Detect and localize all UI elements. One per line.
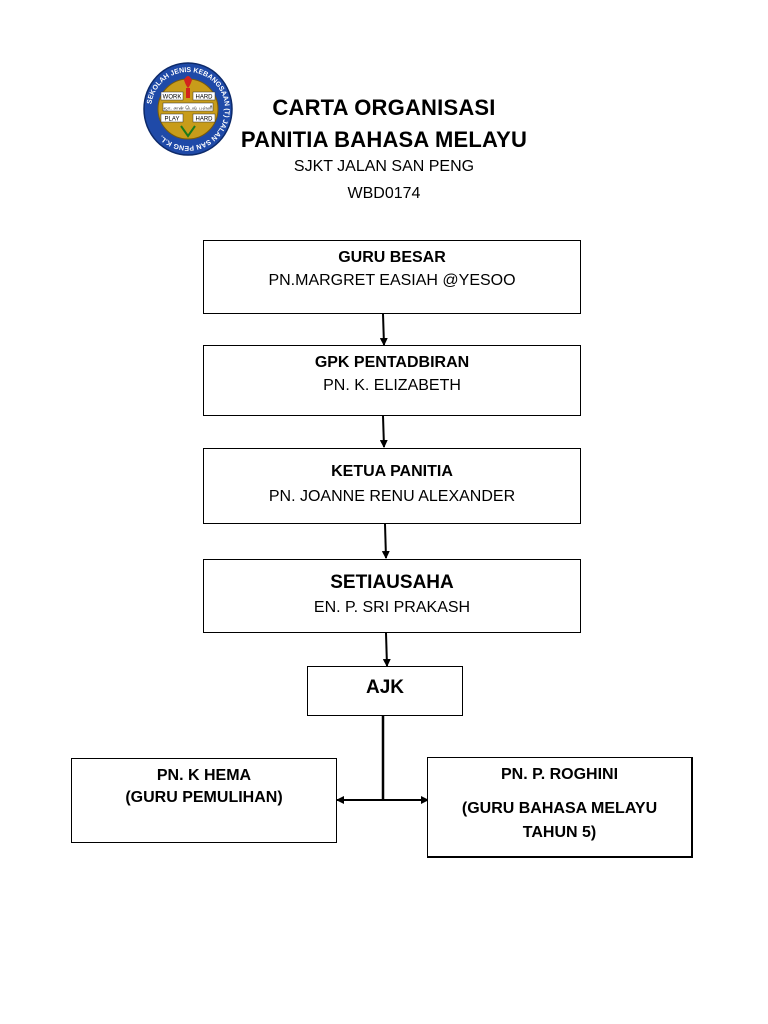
svg-text:WORK: WORK: [163, 95, 182, 101]
node-guru-besar-name: PN.MARGRET EASIAH @YESOO: [268, 272, 516, 289]
svg-text:PLAY: PLAY: [165, 117, 180, 123]
node-guru-besar: GURU BESAR PN.MARGRET EASIAH @YESOO: [203, 240, 581, 314]
school-logo: SEKOLAH JENIS KEBANGSAAN (T) JALAN SAN P…: [143, 62, 233, 156]
connector-setiausaha-ajk: [382, 632, 391, 667]
svg-text:HARD: HARD: [195, 117, 213, 123]
node-ajk: AJK: [307, 666, 463, 716]
node-guru-besar-role: GURU BESAR: [338, 249, 446, 266]
school-name: SJKT JALAN SAN PENG: [293, 158, 475, 175]
node-gpk-pentadbiran: GPK PENTADBIRAN PN. K. ELIZABETH: [203, 345, 581, 416]
chart-title-line2: PANITIA BAHASA MELAYU: [240, 127, 528, 152]
node-setiausaha-role: SETIAUSAHA: [330, 572, 454, 593]
svg-text:HARD: HARD: [195, 95, 213, 101]
connector-guru-besar-gpk: [379, 313, 388, 346]
connector-ketua-setiausaha: [381, 523, 390, 559]
chart-title-line1: CARTA ORGANISASI: [272, 95, 496, 120]
node-hema: PN. K HEMA (GURU PEMULIHAN): [71, 758, 337, 843]
school-code: WBD0174: [347, 185, 421, 202]
node-roghini-role-line2: TAHUN 5): [522, 824, 597, 841]
node-setiausaha: SETIAUSAHA EN. P. SRI PRAKASH: [203, 559, 581, 633]
node-ketua-panitia: KETUA PANITIA PN. JOANNE RENU ALEXANDER: [203, 448, 581, 524]
node-gpk-name: PN. K. ELIZABETH: [323, 377, 461, 394]
node-hema-role: (GURU PEMULIHAN): [125, 789, 283, 806]
school-logo-emblem: SEKOLAH JENIS KEBANGSAAN (T) JALAN SAN P…: [143, 62, 233, 156]
node-roghini: PN. P. ROGHINI (GURU BAHASA MELAYU TAHUN…: [427, 757, 693, 858]
node-ajk-role: AJK: [365, 677, 404, 698]
node-ketua-role: KETUA PANITIA: [331, 463, 453, 480]
node-setiausaha-name: EN. P. SRI PRAKASH: [313, 599, 471, 616]
node-roghini-name: PN. P. ROGHINI: [500, 766, 619, 783]
node-hema-name: PN. K HEMA: [156, 767, 252, 784]
svg-text:ஜா. சான் பெங் பள்ளி: ஜா. சான் பெங் பள்ளி: [163, 106, 213, 112]
node-ketua-name: PN. JOANNE RENU ALEXANDER: [268, 488, 516, 505]
node-roghini-role-line1: (GURU BAHASA MELAYU: [461, 800, 658, 817]
connector-gpk-ketua: [379, 415, 388, 448]
node-gpk-role: GPK PENTADBIRAN: [314, 354, 470, 371]
